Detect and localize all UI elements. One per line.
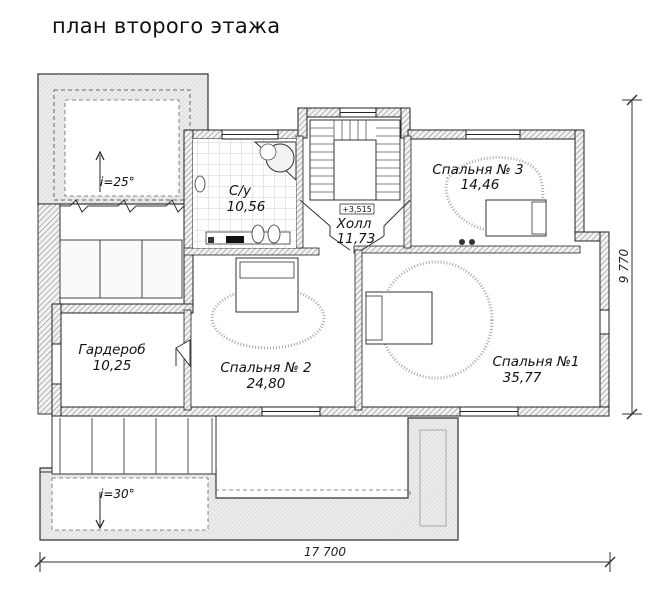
bathroom-name: С/у [229,183,252,199]
room-bedroom3: Спальня № 3 14,46 [432,162,523,193]
bedroom3-area: 14,46 [461,177,500,193]
left-balcony [37,203,183,415]
upper-slope-label: i=25° [100,175,135,189]
bedroom2-area: 24,80 [247,376,286,392]
hall-area: 11,73 [337,231,376,247]
depth-value: 9 770 [617,248,631,283]
hall-name: Холл [336,216,372,232]
bedroom2-name: Спальня № 2 [220,360,311,376]
level-mark-text: +3,515 [342,205,372,214]
room-bedroom2: Спальня № 2 24,80 [220,360,311,392]
room-hall: Холл 11,73 [336,216,376,247]
bedroom1-area: 35,77 [503,370,542,386]
staircase [299,119,411,251]
terrace-railing [51,413,217,475]
sink-icon [205,224,291,245]
plan-title: план второго этажа [52,14,281,38]
wardrobe-name: Гардероб [78,342,145,358]
depth-dimension: 9 770 [617,94,642,420]
room-bedroom1: Спальня №1 35,77 [493,354,580,386]
lower-slope-label: i=30° [100,487,135,501]
bathroom-area: 10,56 [227,199,266,215]
bedroom3-name: Спальня № 3 [432,162,523,178]
doors [175,339,191,368]
wardrobe-area: 10,25 [93,358,132,374]
bedroom1-name: Спальня №1 [493,354,580,370]
upper-roof [37,73,209,213]
arrow-up-icon [95,150,105,161]
bedroom3-furniture [444,156,547,245]
bedroom2-furniture [210,257,326,350]
room-bathroom: С/у 10,56 [227,183,266,215]
windows [51,107,610,417]
arrow-down-icon [95,519,105,530]
level-mark: +3,515 [339,203,375,215]
room-wardrobe: Гардероб 10,25 [78,342,145,374]
width-value: 17 700 [304,545,346,559]
bathtub-icon [253,141,297,182]
bedroom1-furniture [365,260,494,380]
toilet-icon [194,175,206,193]
width-dimension: 17 700 [34,545,616,572]
lower-roof [39,417,459,541]
